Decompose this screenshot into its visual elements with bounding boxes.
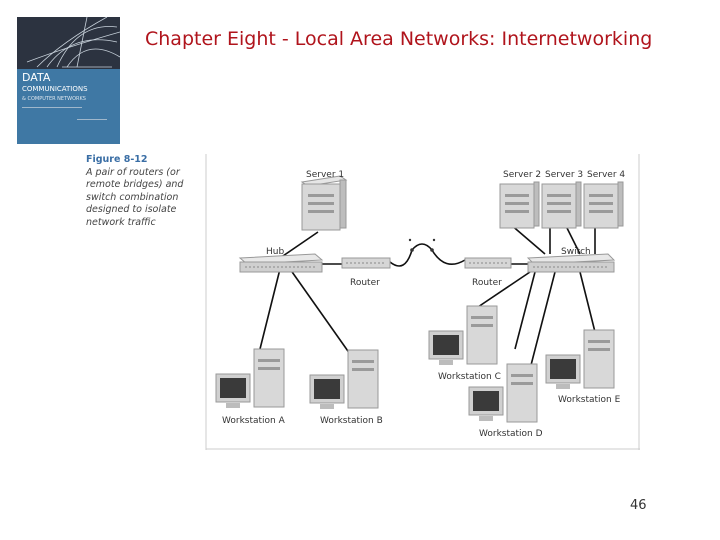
label-workstation-a: Workstation A [222,416,286,426]
cables [259,223,596,370]
server-3-icon [541,181,582,229]
page-number: 46 [630,498,647,513]
workstation-d-icon [468,363,538,423]
workstation-a-icon [215,348,285,408]
wan-link-icon [408,238,436,252]
workstation-e-icon [545,329,615,389]
label-router-left: Router [350,278,380,288]
slide-title: Chapter Eight - Local Area Networks: Int… [145,28,653,50]
book-title-line3: & COMPUTER NETWORKS [22,96,86,102]
label-server-4: Server 4 [587,170,625,180]
server-2-icon [499,181,540,229]
label-workstation-c: Workstation C [438,372,501,382]
label-workstation-e: Workstation E [558,395,621,405]
hub-icon [238,253,324,273]
label-server-1: Server 1 [306,170,344,180]
workstation-b-icon [309,349,379,409]
workstation-c-icon [428,305,498,365]
figure-caption: A pair of routers (or remote bridges) an… [86,166,184,228]
server-4-icon [583,181,624,229]
label-router-right: Router [472,278,502,288]
router-right-icon [464,257,512,269]
book-title-line2: COMMUNICATIONS [22,85,88,93]
label-switch: Switch [561,247,591,257]
figure-caption-block: Figure 8-12 A pair of routers (or remote… [86,154,196,229]
label-hub: Hub [266,247,284,257]
label-server-2: Server 2 [503,170,541,180]
book-title-line1: DATA [22,71,51,84]
label-workstation-b: Workstation B [320,416,383,426]
label-server-3: Server 3 [545,170,583,180]
figure-number: Figure 8-12 [86,154,148,165]
server-1-icon [300,175,348,231]
book-cover-image: DATA COMMUNICATIONS & COMPUTER NETWORKS [17,17,120,144]
network-diagram: Server 1 Server 2 Server 3 Server 4 [200,154,640,450]
label-workstation-d: Workstation D [479,429,543,439]
router-left-icon [341,257,391,269]
switch-icon [526,253,616,273]
